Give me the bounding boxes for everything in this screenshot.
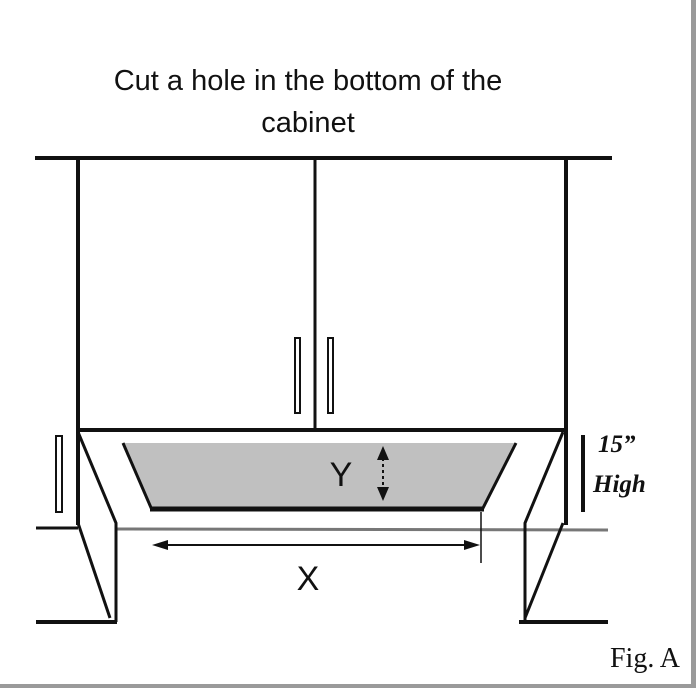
height-value: 15” [598,431,636,458]
figure-label: Fig. A [610,643,681,674]
door-handle-right [327,337,334,414]
hood-right-outer [523,522,565,619]
frame-border-right [691,0,696,688]
x-double-arrow-icon [152,512,482,563]
hood-left-outer [76,522,112,619]
range-hood [76,431,565,622]
title-line-2: cabinet [261,107,355,139]
x-label: X [297,560,320,598]
side-handle-left [55,435,63,513]
hole-right-edge [480,442,518,511]
hole-left-edge [121,442,154,511]
y-label: Y [330,456,353,494]
title-line-1: Cut a hole in the bottom of the [114,65,503,97]
cut-hole [123,443,516,510]
upper-cabinet [35,156,612,525]
door-handle-left [294,337,301,414]
frame-border-bottom [0,684,696,688]
hood-right-inner [523,431,565,622]
counter-back-line [115,527,609,532]
hood-left-inner [76,431,118,622]
height-word: High [592,471,646,498]
y-double-arrow-icon [377,446,389,501]
